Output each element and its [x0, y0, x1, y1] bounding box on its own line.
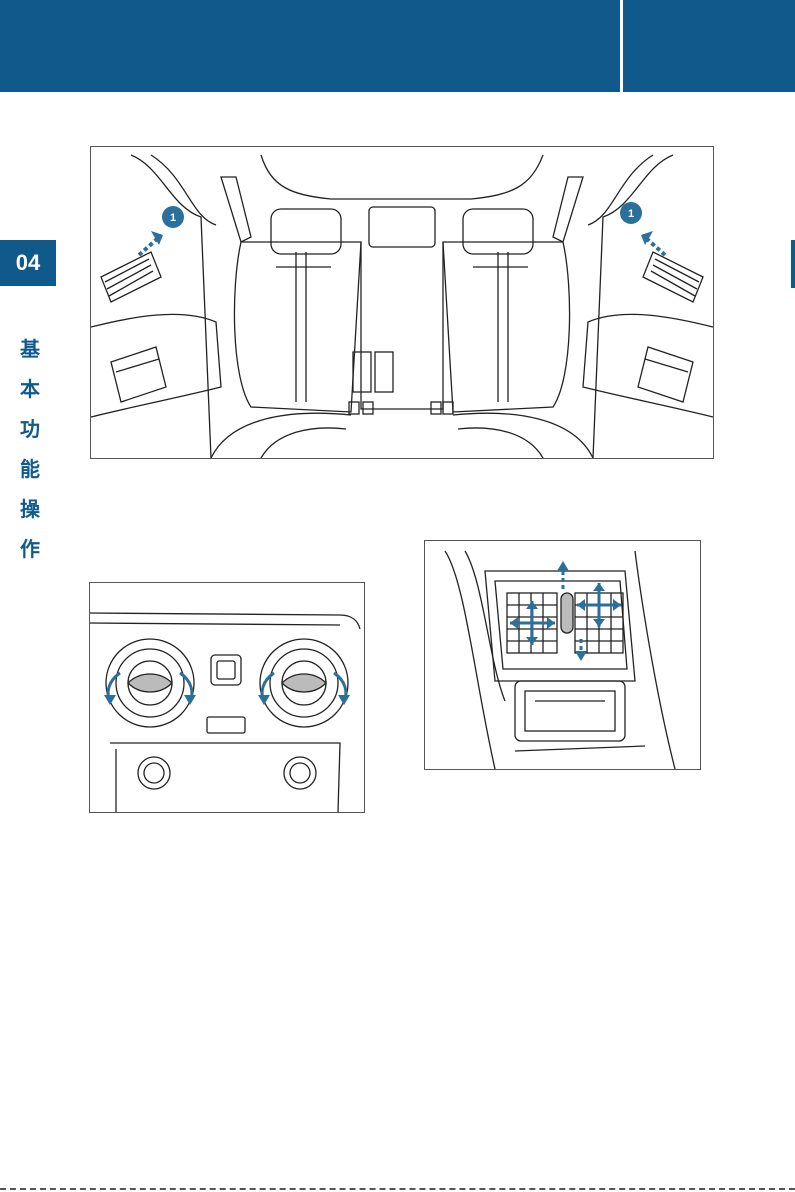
- chapter-title-char: 本: [16, 370, 44, 410]
- rotate-arrow-icon: [180, 673, 196, 705]
- page-header-bar: [0, 0, 795, 92]
- up-down-arrow-icon: [557, 561, 587, 661]
- chapter-title-char: 作: [16, 530, 44, 570]
- callout-marker: 1: [620, 202, 642, 224]
- chapter-title-vertical: 基 本 功 能 操 作: [16, 330, 44, 570]
- chapter-title-char: 基: [16, 330, 44, 370]
- four-way-arrow-icon: [577, 583, 621, 627]
- rotary-vent-arrows: [90, 583, 364, 812]
- rear-cabin-illustration: 1 1: [90, 146, 714, 459]
- adjustable-vent-arrows: [425, 541, 700, 769]
- chapter-title-char: 操: [16, 490, 44, 530]
- vent-arrow-icon: [139, 231, 163, 255]
- adjustable-vent-illustration: [424, 540, 701, 770]
- rotate-arrow-icon: [258, 673, 274, 705]
- rear-cabin-callouts: 1 1: [91, 147, 713, 458]
- four-way-arrow-icon: [510, 601, 555, 645]
- rotate-arrow-icon: [104, 673, 120, 705]
- chapter-title-char: 能: [16, 450, 44, 490]
- vent-arrow-icon: [641, 231, 665, 255]
- callout-marker: 1: [162, 206, 184, 228]
- rotate-arrow-icon: [334, 673, 350, 705]
- page-edge-tab: [791, 240, 795, 288]
- chapter-title-char: 功: [16, 410, 44, 450]
- header-divider: [620, 0, 623, 92]
- callout-number: 1: [170, 212, 176, 224]
- callout-number: 1: [628, 208, 634, 220]
- chapter-number-badge: 04: [0, 240, 56, 286]
- rotary-vent-illustration: [89, 582, 365, 813]
- footer-dashed-line: [0, 1188, 795, 1190]
